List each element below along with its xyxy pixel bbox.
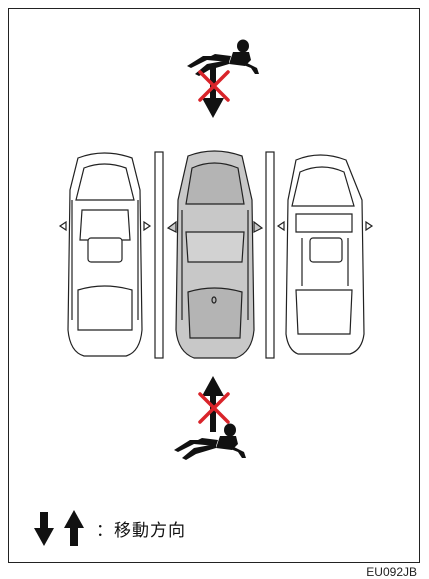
legend: ：移動方向 [34, 508, 186, 548]
arrow-up-icon [202, 376, 224, 432]
center-car-icon [168, 151, 262, 358]
left-car-icon [60, 153, 150, 356]
legend-label: ：移動方向 [96, 516, 186, 541]
parking-line-right [266, 152, 274, 358]
parking-line-left [155, 152, 163, 358]
right-car-icon [278, 155, 372, 354]
figure-code: EU092JB [366, 565, 417, 579]
pedestrian-top-icon [187, 40, 259, 77]
legend-arrows-icon [34, 508, 90, 548]
